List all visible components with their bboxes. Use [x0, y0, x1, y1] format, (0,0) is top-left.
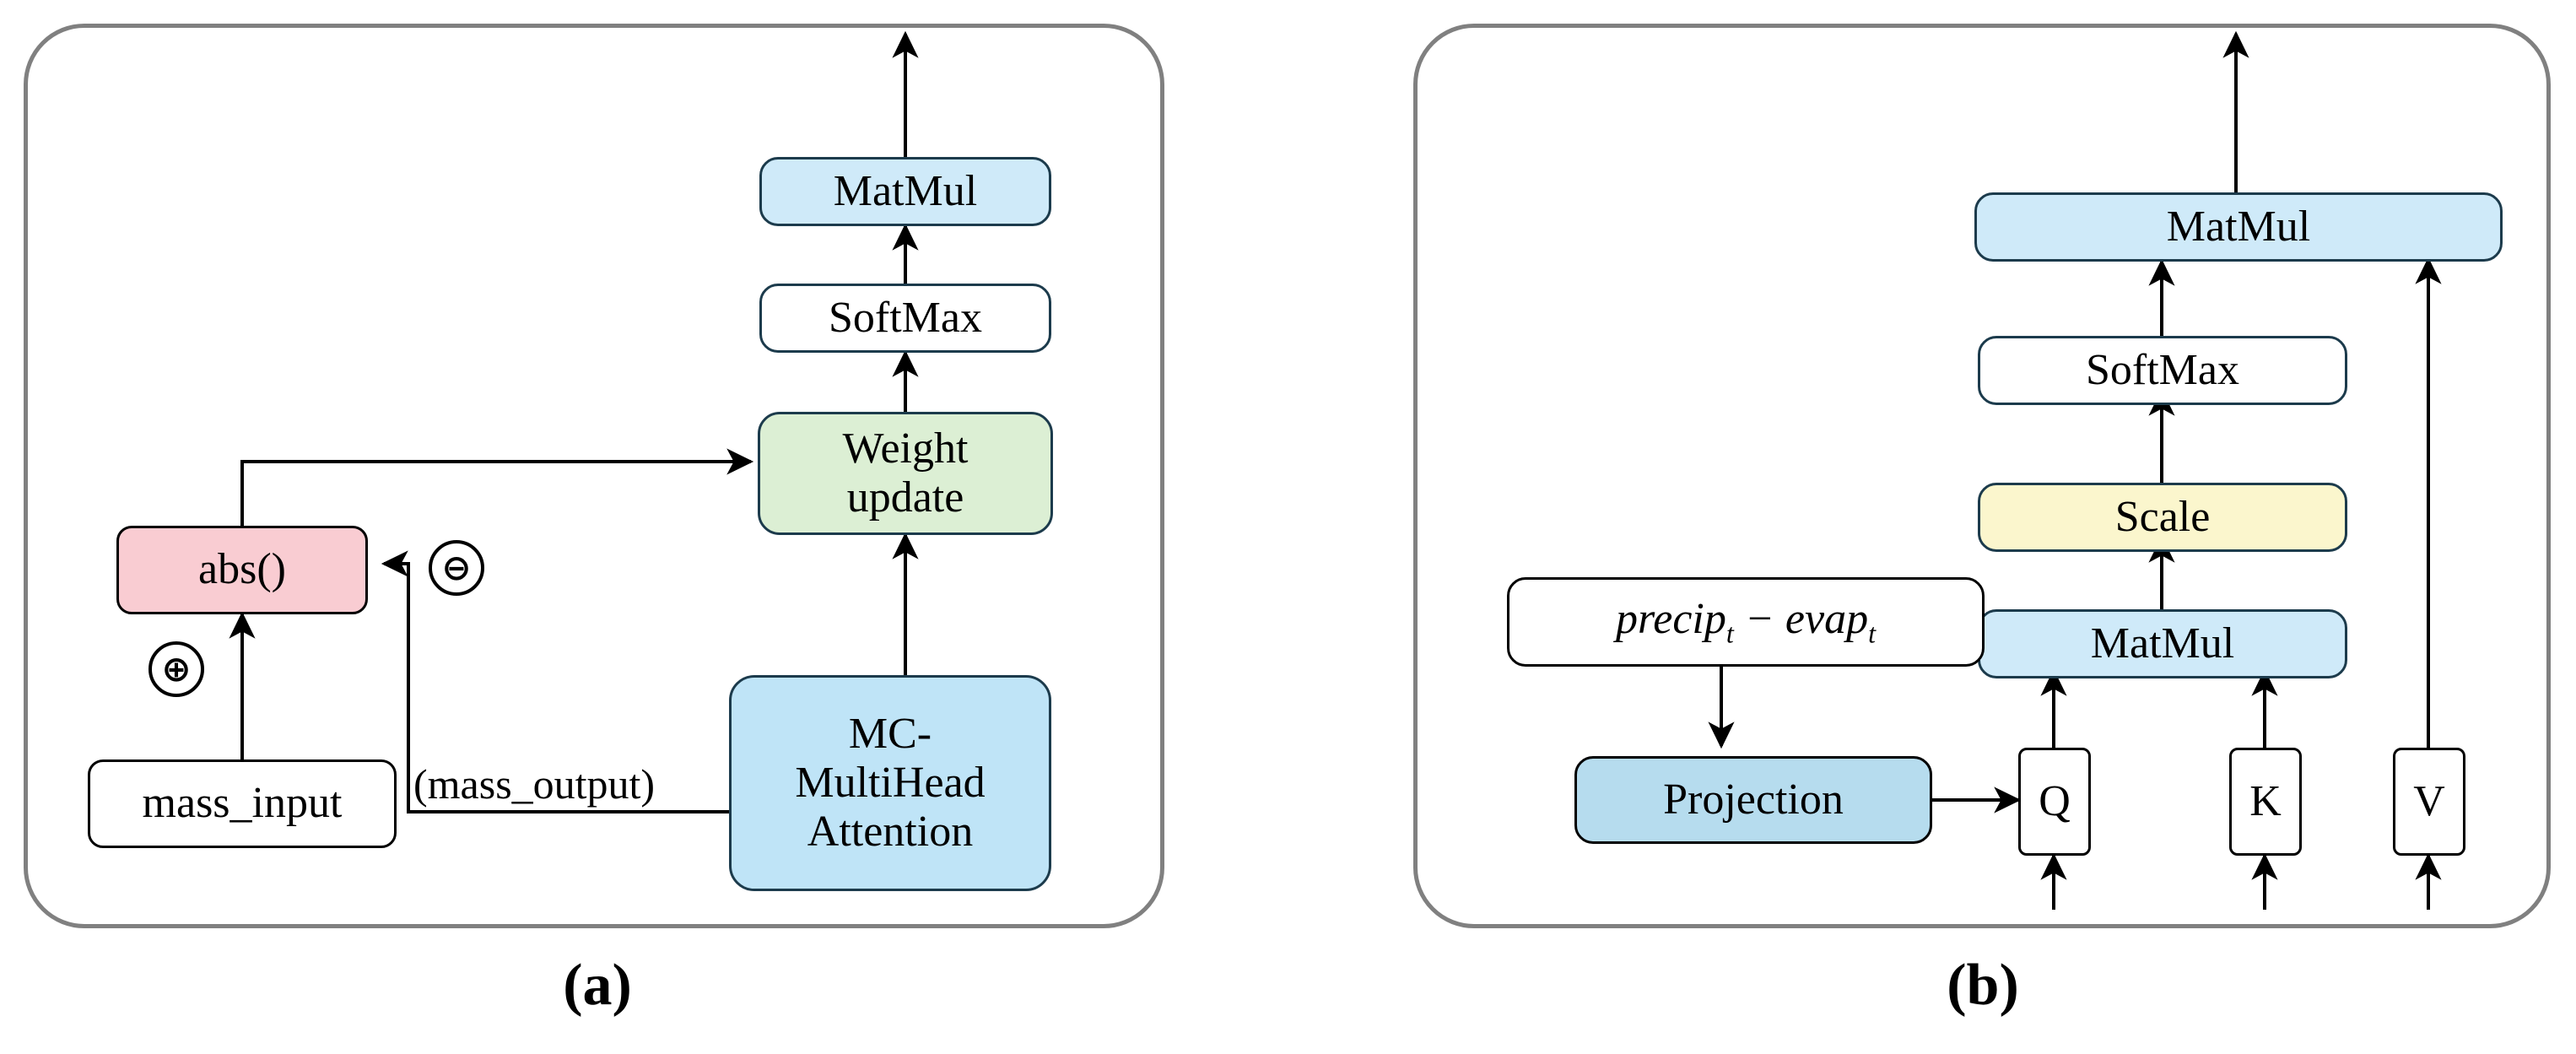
- node-b-matmul-top[interactable]: MatMul: [1974, 192, 2503, 262]
- node-b-softmax[interactable]: SoftMax: [1978, 336, 2347, 405]
- node-a-mass-input[interactable]: mass_input: [88, 759, 397, 848]
- node-b-formula[interactable]: precipt − evapt: [1507, 577, 1985, 667]
- caption-b: (b): [1947, 953, 2019, 1018]
- node-a-weight-update[interactable]: Weight update: [758, 412, 1053, 535]
- node-a-softmax[interactable]: SoftMax: [759, 284, 1051, 353]
- node-b-scale[interactable]: Scale: [1978, 483, 2347, 552]
- node-b-v[interactable]: V: [2393, 748, 2465, 856]
- minus-operator-icon: ⊖: [429, 540, 484, 596]
- node-a-mc-multihead-attention[interactable]: MC- MultiHead Attention: [729, 675, 1051, 891]
- node-b-k[interactable]: K: [2229, 748, 2302, 856]
- formula-text: precipt − evapt: [1615, 595, 1877, 649]
- node-a-matmul[interactable]: MatMul: [759, 157, 1051, 226]
- node-a-abs[interactable]: abs(): [116, 526, 368, 614]
- node-b-q[interactable]: Q: [2018, 748, 2091, 856]
- node-b-matmul-lower[interactable]: MatMul: [1978, 609, 2347, 678]
- node-b-projection[interactable]: Projection: [1574, 756, 1932, 844]
- plus-operator-icon: ⊕: [149, 641, 204, 697]
- caption-a: (a): [563, 953, 632, 1018]
- edge-label-mass-output: (mass_output): [413, 760, 656, 808]
